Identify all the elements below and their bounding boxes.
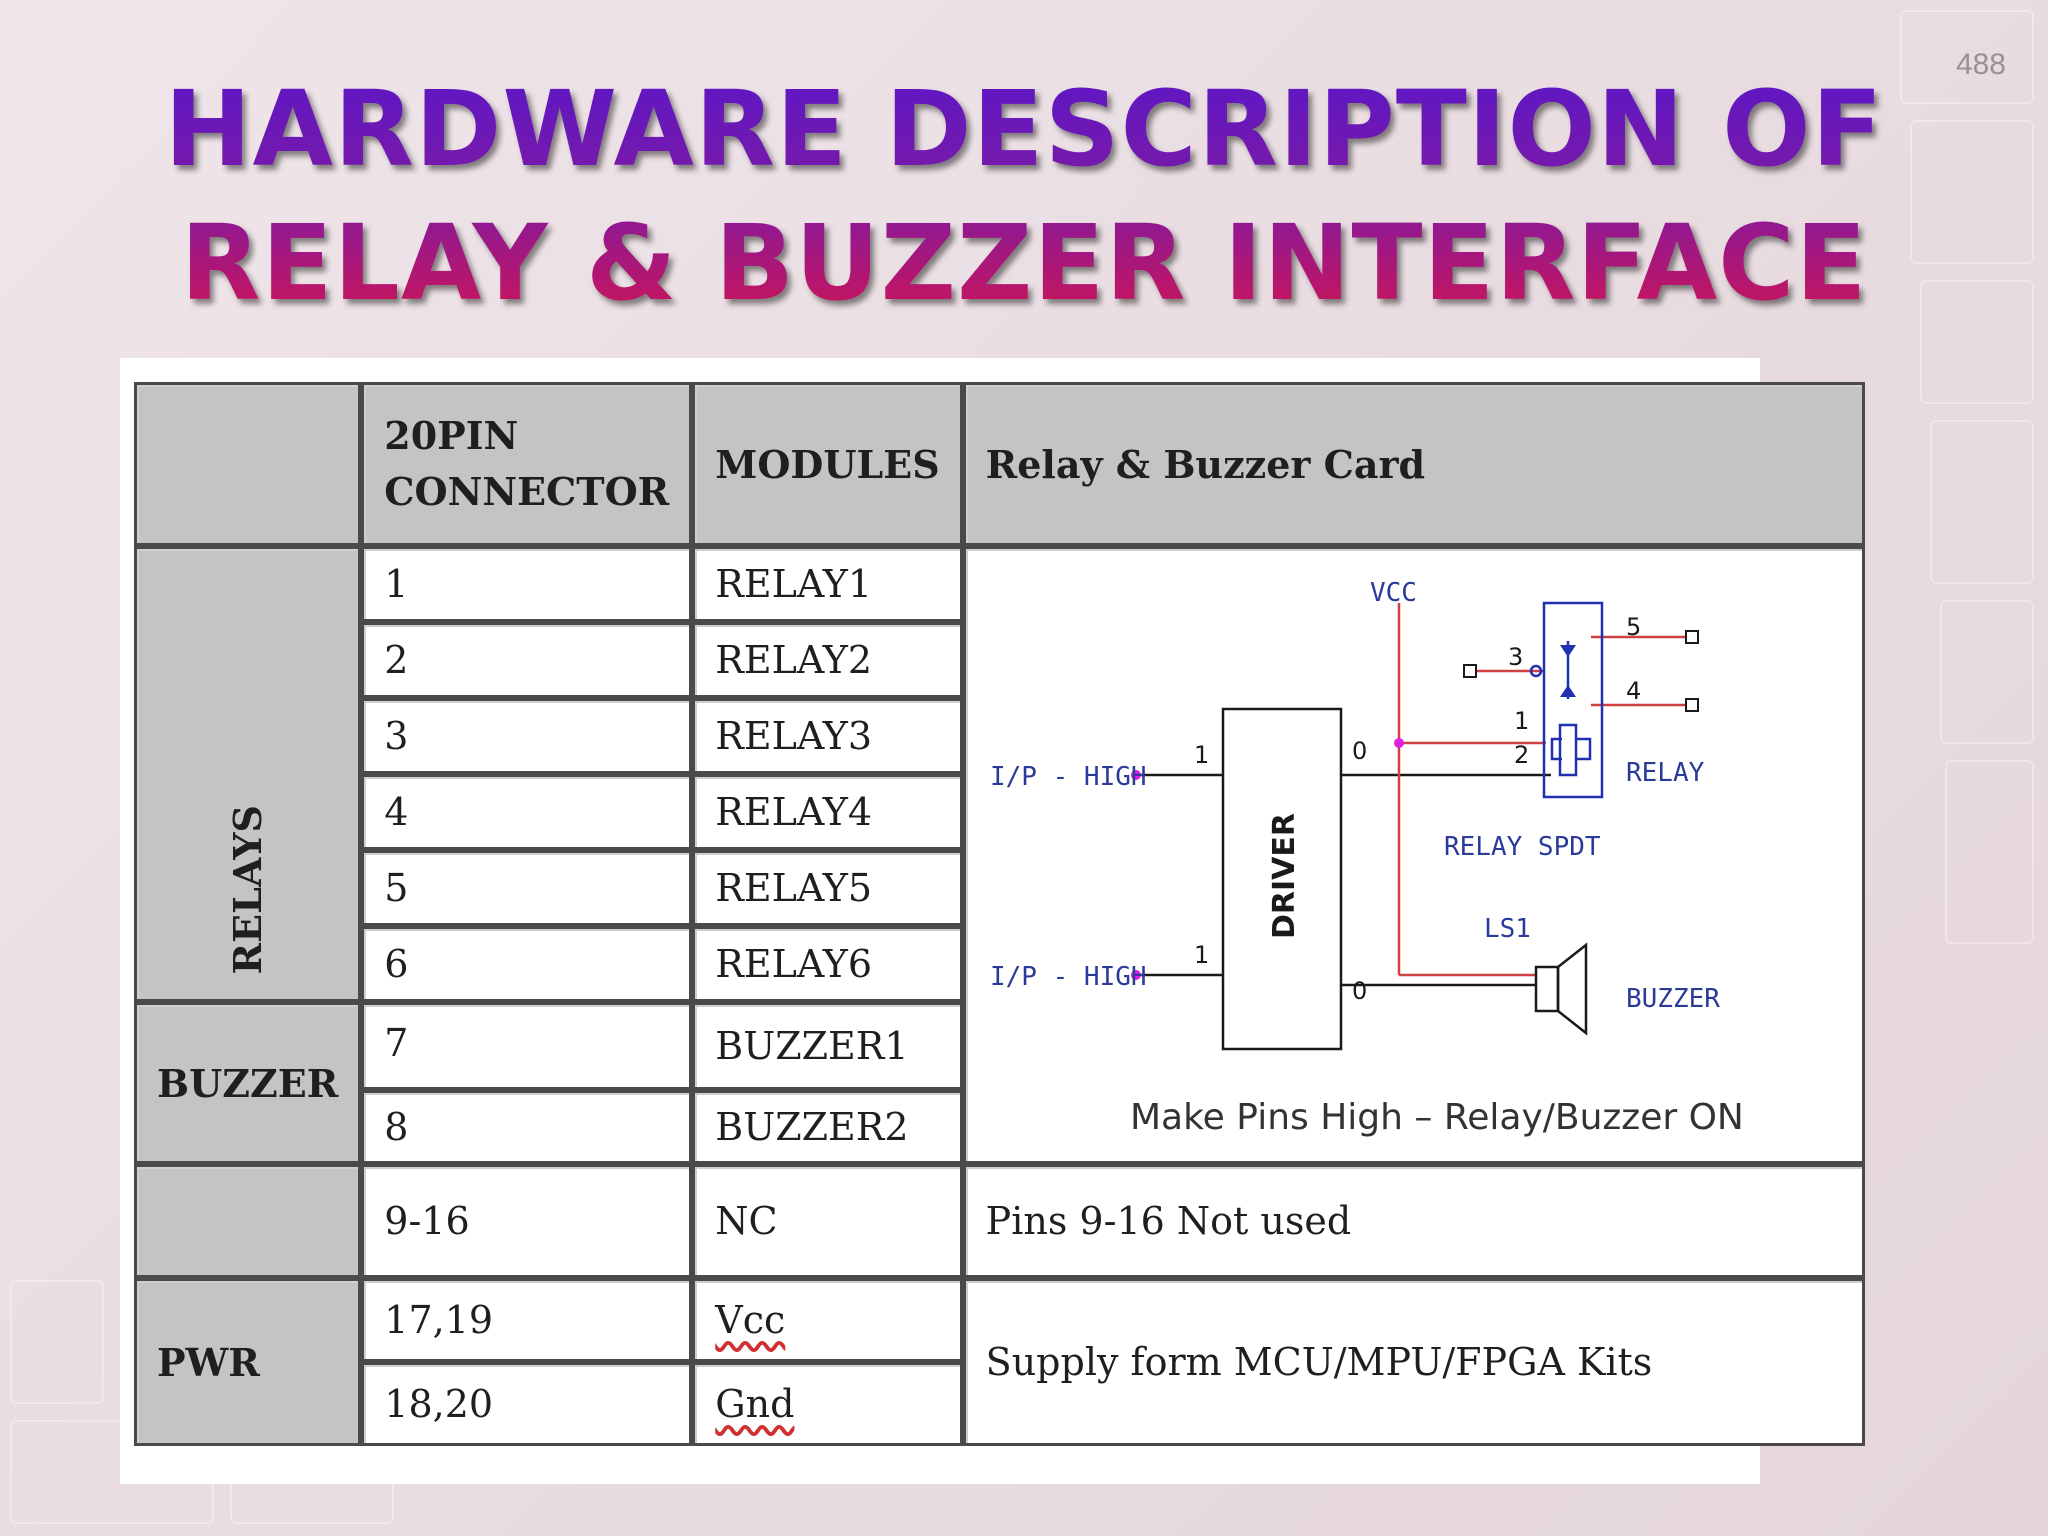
title-line-2: RELAY & BUZZER INTERFACE [180, 202, 1868, 324]
circuit-diagram-cell: VCC I/P - HIGH I/P - HIGH RELAY RELAY SP… [962, 546, 1865, 1164]
table-panel: 20PIN CONNECTOR MODULES Relay & Buzzer C… [120, 358, 1865, 1484]
circuit-diagram: VCC I/P - HIGH I/P - HIGH RELAY RELAY SP… [990, 578, 1744, 1138]
relay-type-label: RELAY SPDT [1444, 832, 1601, 862]
table-header-row: 20PIN CONNECTOR MODULES Relay & Buzzer C… [134, 382, 1865, 546]
driver-out1-label: 0 [1352, 737, 1367, 765]
module-cell: BUZZER1 [692, 1002, 963, 1090]
relay-contact-lower [1559, 685, 1576, 697]
header-card: Relay & Buzzer Card [962, 382, 1865, 546]
pin-cell: 8 [361, 1090, 693, 1164]
relay-coil [1558, 723, 1577, 777]
title-line-1: HARDWARE DESCRIPTION OF [164, 68, 1884, 190]
table-row: 5 RELAY5 [134, 850, 1865, 926]
module-vcc: Vcc [715, 1298, 786, 1342]
pwr-description: Supply form MCU/MPU/FPGA Kits [962, 1278, 1865, 1446]
pin-cell: 7 [361, 1002, 693, 1090]
table-row: 2 RELAY2 [134, 622, 1865, 698]
pin-cell: 1 [361, 546, 693, 622]
module-cell: RELAY1 [692, 546, 963, 622]
module-gnd: Gnd [715, 1382, 795, 1426]
table-row: RELAYS 1 RELAY1 [134, 546, 1865, 1164]
speaker-cone [1556, 942, 1587, 1036]
relay-label: RELAY [1626, 758, 1705, 788]
table-row-nc: 9-16 NC Pins 9-16 Not used [134, 1164, 1865, 1278]
relay-pin3-label: 3 [1508, 643, 1523, 671]
relay-pin4-label: 4 [1626, 677, 1641, 705]
module-cell: Gnd [692, 1362, 963, 1446]
pin-cell: 4 [361, 774, 693, 850]
driver-label: DRIVER [1267, 813, 1302, 939]
module-cell: RELAY6 [692, 926, 963, 1002]
module-cell: Vcc [692, 1278, 963, 1362]
buzzer-label: BUZZER [1626, 984, 1720, 1014]
table-row: 4 RELAY4 [134, 774, 1865, 850]
pin-cell: 6 [361, 926, 693, 1002]
terminal-3 [1462, 664, 1477, 678]
module-cell: RELAY3 [692, 698, 963, 774]
header-blank [134, 382, 362, 546]
terminal-5 [1684, 630, 1699, 644]
pin-cell: 17,19 [361, 1278, 693, 1362]
relay-pin2-label: 2 [1514, 741, 1529, 769]
diagram-caption: Make Pins High – Relay/Buzzer ON [1130, 1097, 1744, 1138]
pin-cell: 5 [361, 850, 693, 926]
module-cell: NC [692, 1164, 963, 1278]
table-row: BUZZER 7 BUZZER1 [134, 1002, 1865, 1164]
group-nc [134, 1164, 362, 1278]
vcc-label: VCC [1370, 578, 1417, 608]
nc-description: Pins 9-16 Not used [962, 1164, 1865, 1278]
driver-out2-label: 0 [1352, 977, 1367, 1005]
group-pwr: PWR [134, 1278, 362, 1446]
driver-box [1221, 707, 1342, 1051]
group-buzzer: BUZZER [134, 1002, 362, 1164]
pin-cell: 3 [361, 698, 693, 774]
module-cell: BUZZER2 [692, 1090, 963, 1164]
speaker-magnet [1534, 965, 1559, 1013]
pin-cell: 9-16 [361, 1164, 693, 1278]
driver-in2-label: 1 [1194, 941, 1209, 969]
relay-body [1542, 601, 1603, 799]
input2-dot [1130, 970, 1141, 980]
pin-table: 20PIN CONNECTOR MODULES Relay & Buzzer C… [134, 382, 1865, 1446]
terminal-4 [1684, 698, 1699, 712]
table-row: 8 BUZZER2 [134, 1090, 1865, 1164]
slide-title: HARDWARE DESCRIPTION OF RELAY & BUZZER I… [0, 62, 2048, 330]
input1-label: I/P - HIGH [990, 762, 1147, 792]
group-relays: RELAYS [134, 546, 362, 1002]
speaker-ref-label: LS1 [1484, 914, 1531, 944]
table-row: PWR 17,19 Vcc Supply form MCU/MPU/FPGA K… [134, 1278, 1865, 1446]
table-row: 3 RELAY3 [134, 698, 1865, 774]
driver-in1-label: 1 [1194, 741, 1209, 769]
group-relays-label: RELAYS [225, 804, 271, 974]
relay-pin5-label: 5 [1626, 613, 1641, 641]
relay-pin1-label: 1 [1514, 707, 1529, 735]
relay-com-terminal [1529, 664, 1542, 678]
module-cell: RELAY2 [692, 622, 963, 698]
page-number: 488 [1956, 48, 2006, 82]
pin-cell: 18,20 [361, 1362, 693, 1446]
table-row: 18,20 Gnd [134, 1362, 1865, 1446]
relay-contact-upper [1559, 645, 1576, 657]
input1-dot [1130, 770, 1141, 780]
relay-coil-leads [1550, 737, 1591, 761]
table-row: 6 RELAY6 [134, 926, 1865, 1002]
module-cell: RELAY4 [692, 774, 963, 850]
vcc-junction-dot [1393, 738, 1404, 748]
input2-label: I/P - HIGH [990, 962, 1147, 992]
header-modules: MODULES [692, 382, 963, 546]
pin-cell: 2 [361, 622, 693, 698]
module-cell: RELAY5 [692, 850, 963, 926]
header-connector: 20PIN CONNECTOR [361, 382, 693, 546]
